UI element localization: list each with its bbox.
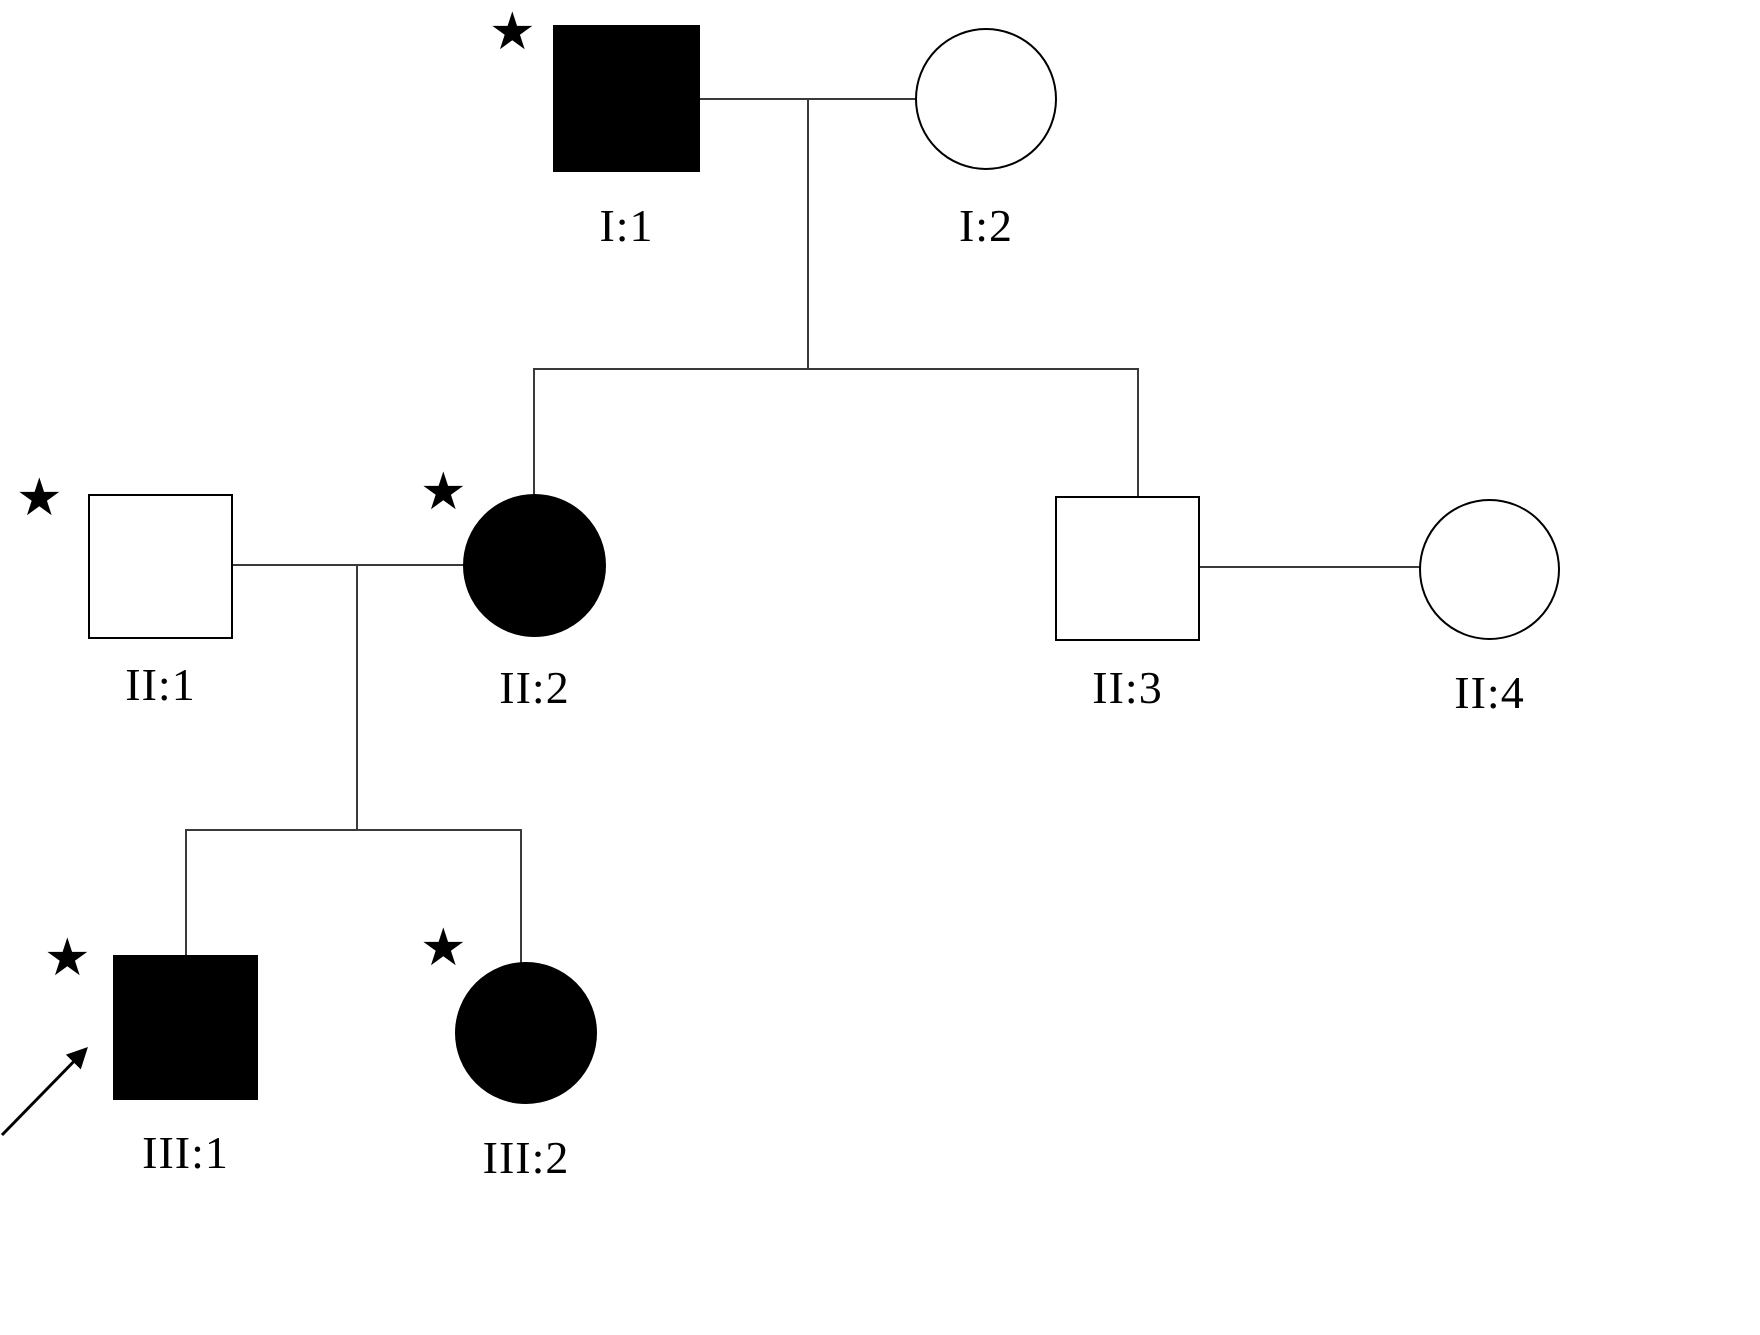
individual-II1-square [88,494,233,639]
individual-I1-square [553,25,700,172]
individual-II3-square [1055,496,1200,641]
individual-III2-circle [455,962,597,1104]
star-icon: ★ [420,462,467,522]
individual-III1-square [113,955,258,1100]
star-icon: ★ [420,918,467,978]
star-icon: ★ [44,928,91,988]
couple-line-II3-II4 [1200,566,1421,568]
individual-III2-label: III:2 [482,1132,570,1183]
individual-I1-label: I:1 [599,200,654,251]
individual-II3-label: II:3 [1092,662,1163,713]
sibship-line-generation-III [185,829,522,831]
drop-line-II2 [533,368,535,496]
individual-I2-label: I:2 [958,200,1014,251]
individual-II2-label: II:2 [499,662,570,713]
proband-arrow-icon [0,1046,88,1137]
descent-line-generation-I [807,99,809,369]
individual-I2-circle [915,28,1057,170]
sibship-line-generation-II [533,368,1139,370]
drop-line-II3 [1137,368,1139,498]
individual-II1-label: II:1 [125,659,196,710]
descent-line-generation-II [356,565,358,831]
individual-III1-label: III:1 [142,1127,229,1178]
couple-line-II1-II2 [233,564,465,566]
star-icon: ★ [489,2,536,62]
individual-II2-circle [463,494,606,637]
individual-II4-circle [1419,499,1560,640]
drop-line-III2 [520,829,522,965]
individual-II4-label: II:4 [1454,667,1525,718]
star-icon: ★ [16,468,63,528]
drop-line-III1 [185,829,187,956]
